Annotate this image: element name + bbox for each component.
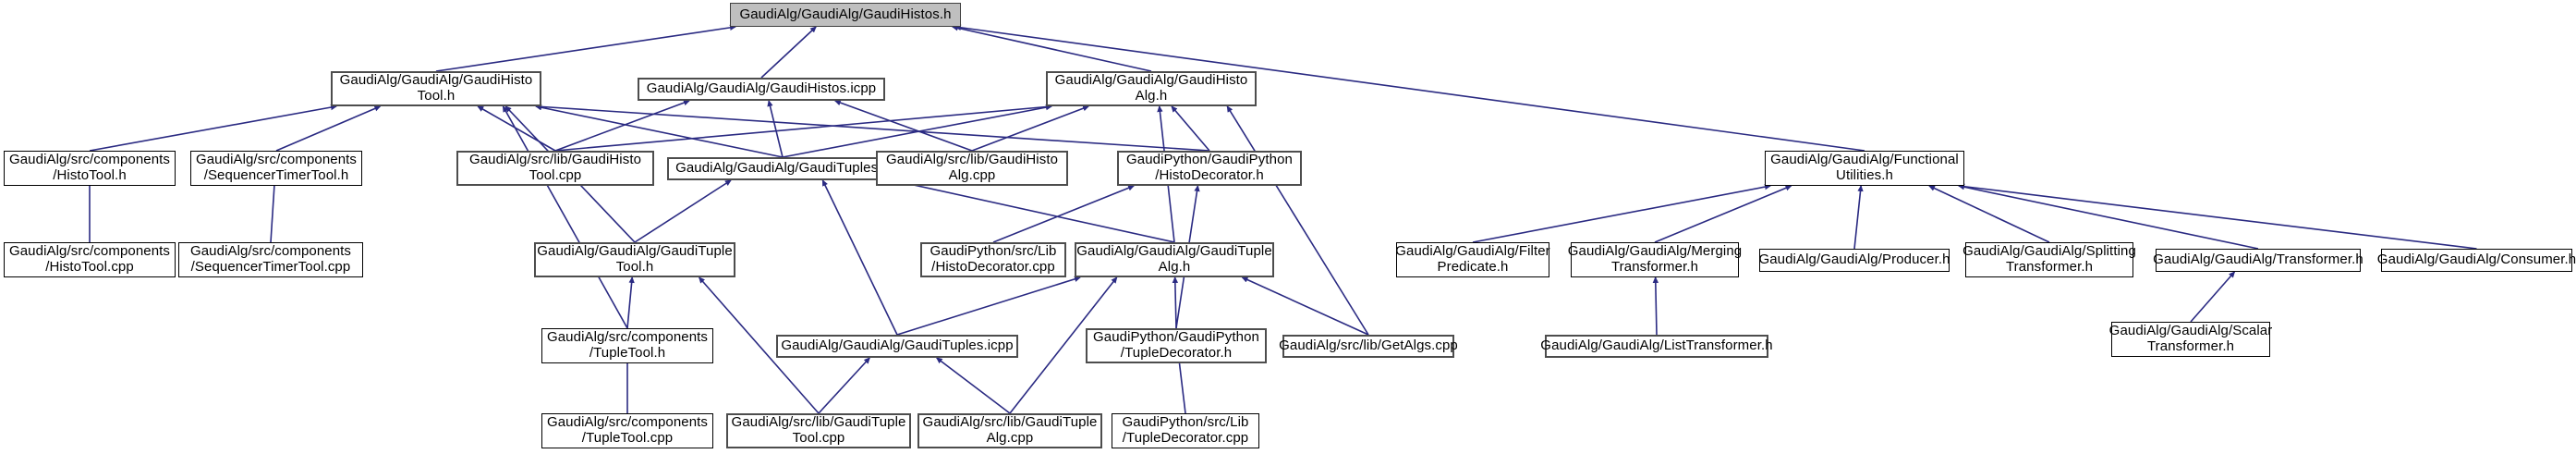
graph-edge [1853,185,1864,250]
graph-node[interactable]: GaudiAlg/src/lib/GaudiTuple Tool.cpp [726,413,911,448]
graph-node[interactable]: GaudiAlg/src/lib/GetAlgs.cpp [1279,335,1458,358]
graph-node[interactable]: GaudiAlg/GaudiAlg/Filter Predicate.h [1395,242,1550,277]
graph-node[interactable]: GaudiAlg/GaudiAlg/Functional Utilities.h [1765,151,1964,186]
graph-node[interactable]: GaudiAlg/GaudiAlg/Consumer.h [2377,249,2576,272]
graph-node[interactable]: GaudiAlg/GaudiAlg/Transformer.h [2153,249,2363,272]
graph-node[interactable]: GaudiAlg/GaudiAlg/Merging Transformer.h [1568,242,1742,277]
graph-node[interactable]: GaudiPython/src/Lib /TupleDecorator.cpp [1112,413,1259,448]
graph-node[interactable]: GaudiAlg/GaudiAlg/ListTransformer.h [1540,335,1773,358]
graph-edge [275,105,382,152]
graph-node[interactable]: GaudiAlg/GaudiAlg/GaudiHistos.icpp [638,78,885,101]
graph-edge [833,100,973,152]
graph-node[interactable]: GaudiPython/GaudiPython /HistoDecorator.… [1117,151,1302,186]
graph-node[interactable]: GaudiAlg/GaudiAlg/Splitting Transformer.… [1962,242,2136,277]
graph-edge [535,104,1210,152]
graph-edge [1928,185,2050,243]
graph-edge [435,24,736,72]
graph-edge [626,276,635,329]
graph-edge [935,357,1011,414]
graph-edge [502,105,628,329]
graph-edge [951,25,1152,72]
graph-node[interactable]: GaudiAlg/GaudiAlg/GaudiHisto Tool.h [331,71,541,106]
graph-edge [535,104,784,158]
graph-node[interactable]: GaudiAlg/GaudiAlg/GaudiTuple Tool.h [534,242,735,277]
graph-edge [477,105,556,152]
graph-edge [1171,105,1210,152]
graph-edge [1172,276,1179,329]
graph-edge [821,179,898,336]
graph-edge [1241,276,1369,336]
graph-edge [2190,271,2236,323]
graph-edge [992,185,1136,243]
graph-node[interactable]: GaudiAlg/GaudiAlg/Scalar Transformer.h [2109,322,2272,357]
graph-node[interactable]: GaudiPython/GaudiPython /TupleDecorator.… [1086,328,1267,363]
graph-node[interactable]: GaudiAlg/GaudiAlg/GaudiHistos.h [730,3,961,27]
graph-node[interactable]: GaudiPython/src/Lib /HistoDecorator.cpp [920,242,1066,277]
graph-node[interactable]: GaudiAlg/src/components /SequencerTimerT… [190,151,362,186]
graph-node[interactable]: GaudiAlg/src/lib/GaudiTuple Alg.cpp [917,413,1102,448]
graph-node[interactable]: GaudiAlg/src/lib/GaudiHisto Tool.cpp [456,151,654,186]
graph-node[interactable]: GaudiAlg/src/lib/GaudiHisto Alg.cpp [876,151,1068,186]
graph-node[interactable]: GaudiAlg/GaudiAlg/GaudiTuple Alg.h [1075,242,1274,277]
graph-node[interactable]: GaudiAlg/src/components /HistoTool.cpp [4,242,176,277]
graph-edge [1178,362,1186,414]
graph-node[interactable]: GaudiAlg/GaudiAlg/GaudiTuples.icpp [776,335,1018,358]
graph-edge [1958,183,2477,250]
graph-edge [554,100,690,152]
graph-edge [1652,276,1659,336]
graph-edge [554,104,1052,152]
graph-node[interactable]: GaudiAlg/GaudiAlg/GaudiTuples.h [667,157,898,180]
graph-edge [270,185,275,243]
graph-edge [971,105,1090,152]
graph-edge [1472,183,1771,243]
graph-edge [634,179,732,243]
graph-edge [892,178,1175,243]
graph-edge [89,104,337,152]
graph-edge [767,100,784,158]
graph-node[interactable]: GaudiAlg/GaudiAlg/GaudiHisto Alg.h [1046,71,1257,106]
graph-edge [1958,184,2259,250]
graph-edge [760,26,817,79]
graph-node[interactable]: GaudiAlg/src/components /TupleTool.cpp [541,413,713,448]
graph-node[interactable]: GaudiAlg/src/components /TupleTool.h [541,328,713,363]
graph-edge [818,357,870,414]
graph-node[interactable]: GaudiAlg/GaudiAlg/Producer.h [1758,249,1950,272]
graph-edge [1226,105,1369,336]
graph-node[interactable]: GaudiAlg/src/components /HistoTool.h [4,151,176,186]
graph-edge [782,104,1052,158]
graph-edge [1654,185,1792,243]
graph-edge [896,276,1081,336]
graph-node[interactable]: GaudiAlg/src/components /SequencerTimerT… [178,242,363,277]
